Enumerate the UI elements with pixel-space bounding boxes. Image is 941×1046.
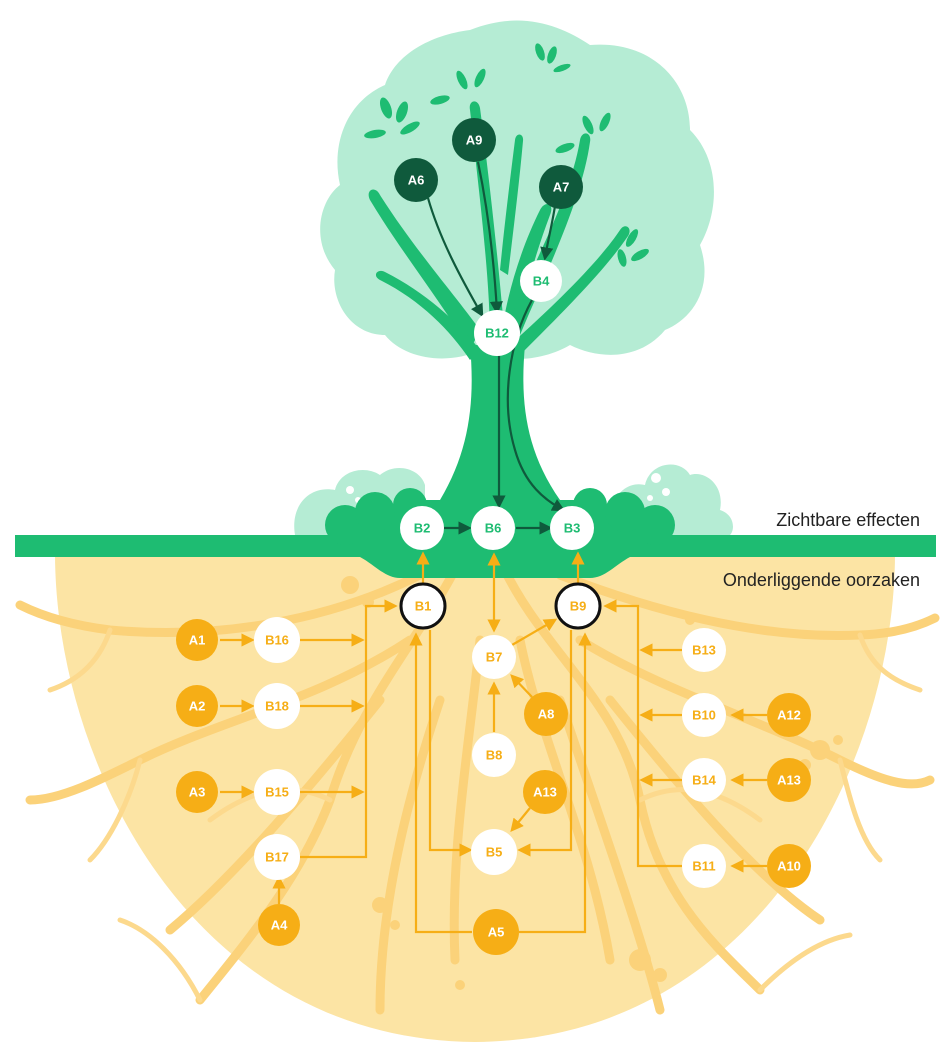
node-label: B2 (414, 521, 431, 536)
node-a9: A9 (452, 118, 496, 162)
node-a3: A3 (176, 771, 218, 813)
node-b11: B11 (682, 844, 726, 888)
node-label: A6 (408, 173, 425, 188)
node-label: B1 (415, 599, 432, 614)
node-a4: A4 (258, 904, 300, 946)
node-label: A3 (189, 785, 206, 800)
node-a13a: A13 (523, 770, 567, 814)
node-a2: A2 (176, 685, 218, 727)
node-label: B13 (692, 643, 716, 658)
node-label: A9 (466, 133, 483, 148)
label-underlying-causes: Onderliggende oorzaken (723, 570, 920, 590)
node-label: A12 (777, 708, 801, 723)
node-label: B5 (486, 845, 503, 860)
node-a10: A10 (767, 844, 811, 888)
node-label: B10 (692, 708, 716, 723)
node-b9: B9 (556, 584, 600, 628)
node-label: A7 (553, 180, 570, 195)
node-label: A8 (538, 707, 555, 722)
node-b5: B5 (471, 829, 517, 875)
node-label: B18 (265, 699, 289, 714)
node-label: B9 (570, 599, 587, 614)
node-a7: A7 (539, 165, 583, 209)
node-label: B16 (265, 633, 289, 648)
node-b13: B13 (682, 628, 726, 672)
node-a1: A1 (176, 619, 218, 661)
node-a13b: A13 (767, 758, 811, 802)
node-label: A1 (189, 633, 206, 648)
node-b17: B17 (254, 834, 300, 880)
node-a6: A6 (394, 158, 438, 202)
node-label: B12 (485, 326, 509, 341)
node-b1: B1 (401, 584, 445, 628)
node-label: B4 (533, 274, 550, 289)
node-label: B7 (486, 650, 503, 665)
node-label: A13 (777, 773, 801, 788)
node-label: B3 (564, 521, 581, 536)
node-b8: B8 (472, 733, 516, 777)
node-label: A5 (488, 925, 505, 940)
node-label: A4 (271, 918, 288, 933)
node-label: B17 (265, 850, 289, 865)
node-label: B14 (692, 773, 717, 788)
node-label: A10 (777, 859, 801, 874)
label-visible-effects: Zichtbare effecten (776, 510, 920, 530)
node-a8: A8 (524, 692, 568, 736)
node-label: B6 (485, 521, 502, 536)
node-label: B8 (486, 748, 503, 763)
node-label: A13 (533, 785, 557, 800)
node-b3: B3 (550, 506, 594, 550)
node-a12: A12 (767, 693, 811, 737)
node-b6: B6 (471, 506, 515, 550)
node-b16: B16 (254, 617, 300, 663)
node-b4: B4 (520, 260, 562, 302)
node-a5: A5 (473, 909, 519, 955)
node-b10: B10 (682, 693, 726, 737)
node-label: B11 (692, 859, 715, 874)
node-b14: B14 (682, 758, 726, 802)
node-b18: B18 (254, 683, 300, 729)
node-b15: B15 (254, 769, 300, 815)
node-label: B15 (265, 785, 289, 800)
node-b2: B2 (400, 506, 444, 550)
node-b12: B12 (474, 310, 520, 356)
node-b7: B7 (472, 635, 516, 679)
node-label: A2 (189, 699, 206, 714)
